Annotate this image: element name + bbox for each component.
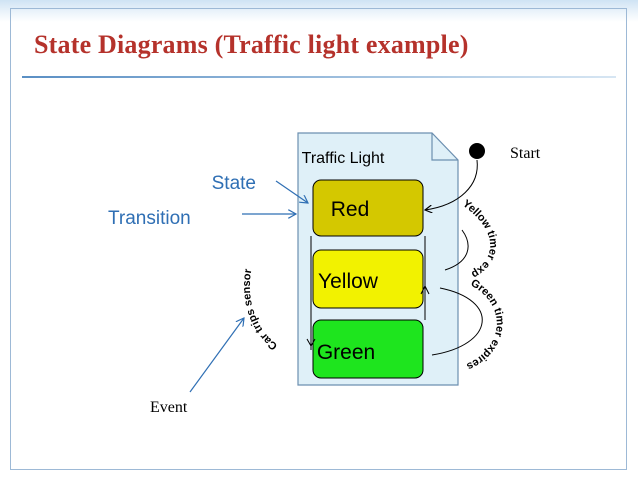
state-yellow [312,249,424,309]
state-yellow-label: Yellow [318,270,379,293]
title-underline [22,76,616,78]
arrowhead-down [306,338,316,348]
state-pointer-arrow [275,180,308,203]
state-green-label: Green [317,341,375,364]
callout-state: State [212,173,256,194]
yellow-timer-arrow [444,229,469,271]
container-label: Traffic Light [302,150,385,167]
slide-frame [10,8,627,470]
slide-title: State Diagrams (Traffic light example) [34,30,469,59]
car-sensor-label: Car trips sensor [241,267,280,352]
event-pointer-arrow [189,318,244,393]
green-timer-label: Green timer expires [465,277,506,372]
arrowhead-up [420,284,430,295]
start-label: Start [510,145,541,162]
callout-transition: Transition [108,208,191,229]
green-timer-arrow [431,287,483,356]
start-node [469,143,485,159]
callout-event: Event [150,399,188,416]
top-band [0,0,638,22]
start-transition [425,159,478,210]
state-red-label: Red [331,198,370,221]
state-green [312,319,424,379]
state-red [312,179,424,237]
